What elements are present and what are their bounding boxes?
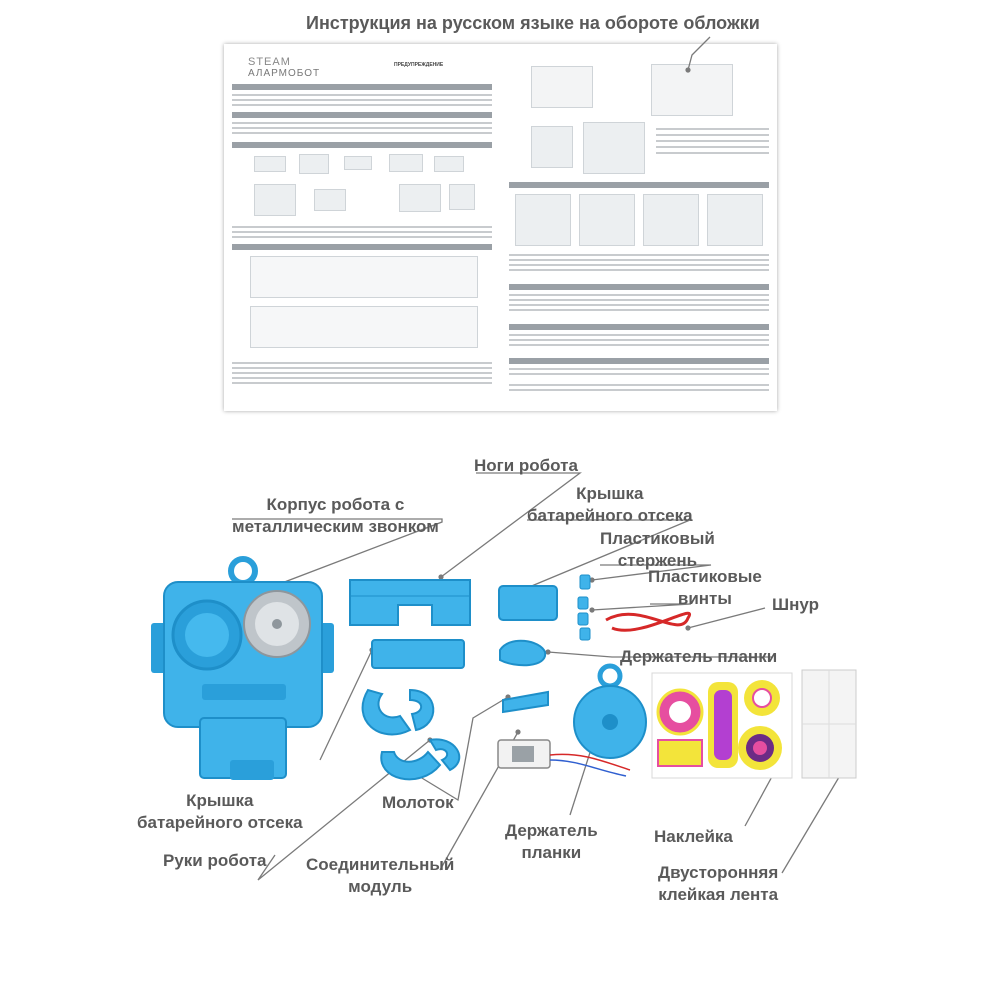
sheet-section-bar	[509, 284, 769, 290]
instruction-note-label: Инструкция на русском языке на обороте о…	[306, 13, 760, 33]
sheet-product-title: АЛАРМОБОТ	[248, 68, 321, 79]
leader-plank-top	[547, 651, 772, 658]
leader-dot	[515, 729, 521, 735]
cord-part	[605, 611, 692, 632]
battery-cover-top-part	[498, 585, 558, 621]
leader-rod	[591, 564, 712, 581]
leader-body	[189, 518, 443, 619]
instruction-sheet-right-page	[501, 44, 777, 411]
battery-cover-bottom-part	[371, 639, 465, 669]
sheet-warning: ПРЕДУПРЕЖДЕНИЕ	[394, 62, 444, 68]
leader-dot	[438, 574, 444, 580]
label-plank-holder-top: Держатель планки	[620, 647, 778, 666]
sticker-sheet-part	[651, 672, 793, 779]
label-sticker: Наклейка	[654, 827, 733, 846]
hammer-part	[502, 690, 549, 714]
leader-cord	[687, 607, 766, 629]
leader-legs	[440, 472, 582, 578]
leader-dot	[589, 577, 595, 583]
leader-dot	[685, 625, 691, 631]
sheet-section-bar	[509, 358, 769, 364]
sheet-section-bar	[509, 182, 769, 188]
instruction-sheet-left-page: STEAM АЛАРМОБОТ ПРЕДУПРЕЖДЕНИЕ	[224, 44, 500, 411]
sheet-section-bar	[232, 142, 492, 148]
label-hammer: Молоток	[382, 793, 454, 812]
leader-dot	[589, 607, 595, 613]
sheet-section-bar	[232, 112, 492, 118]
label-robot-legs: Ноги робота	[474, 456, 578, 475]
sheet-section-bar	[509, 324, 769, 330]
robot-body-part	[151, 556, 334, 780]
leader-dot	[685, 67, 691, 73]
robot-legs-part	[349, 579, 471, 626]
sheet-section-bar	[232, 244, 492, 250]
leader-hammer	[411, 696, 509, 802]
connector-module-part	[497, 739, 631, 777]
leader-screws	[591, 603, 692, 611]
plastic-rod-part	[577, 574, 591, 641]
leader-battery-top	[509, 519, 691, 596]
sheet-section-bar	[232, 84, 492, 90]
instruction-sheet: STEAM АЛАРМОБОТ ПРЕДУПРЕЖДЕНИЕ	[224, 44, 777, 411]
leader-arms	[257, 739, 431, 881]
sheet-brand: STEAM	[248, 56, 291, 68]
leader-battery-bottom	[319, 649, 373, 761]
plank-holder-top-part	[499, 639, 547, 667]
leader-dot	[545, 649, 551, 655]
label-cord: Шнур	[772, 595, 819, 614]
label-robot-arms: Руки робота	[163, 851, 267, 870]
plank-holder-bottom-part	[573, 663, 647, 759]
double-sided-tape-part	[801, 669, 857, 779]
leader-instruction	[687, 36, 711, 71]
robot-arms-part	[361, 688, 461, 781]
leader-tape	[781, 761, 849, 874]
